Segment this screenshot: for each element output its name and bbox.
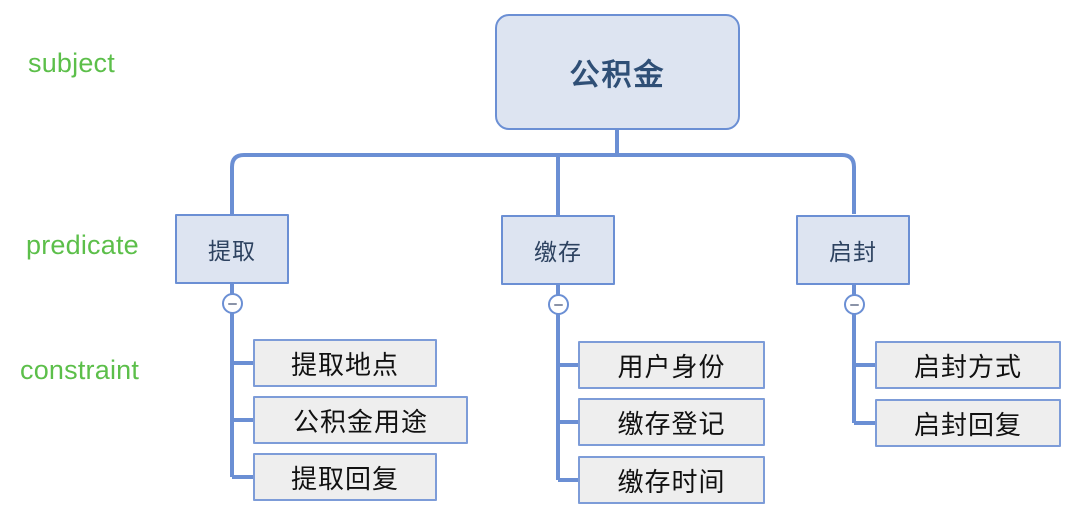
minus-icon — [850, 303, 859, 306]
minus-icon — [228, 302, 237, 305]
wire-bus-left — [230, 153, 617, 214]
root-node-gongjijin[interactable]: 公积金 — [495, 14, 740, 130]
constraint-node-yonghushenfen[interactable]: 用户身份 — [578, 341, 765, 389]
constraint-node-tiquhuifu[interactable]: 提取回复 — [253, 453, 437, 501]
constraint-node-jiaocunshijian[interactable]: 缴存时间 — [578, 456, 765, 504]
constraint-node-qifenghuifu[interactable]: 启封回复 — [875, 399, 1061, 447]
wire-bus-right — [617, 153, 856, 214]
predicate-node-qifeng[interactable]: 启封 — [796, 215, 910, 285]
collapse-toggle-tiqu[interactable] — [222, 293, 243, 314]
minus-icon — [554, 303, 563, 306]
collapse-toggle-qifeng[interactable] — [844, 294, 865, 315]
collapse-toggle-jiaocun[interactable] — [548, 294, 569, 315]
row-label-predicate: predicate — [26, 230, 139, 260]
row-label-constraint: constraint — [20, 355, 140, 385]
constraint-node-qifengfangshi[interactable]: 启封方式 — [875, 341, 1061, 389]
predicate-node-jiaocun[interactable]: 缴存 — [501, 215, 615, 285]
constraint-node-jiaocundengji[interactable]: 缴存登记 — [578, 398, 765, 446]
predicate-node-tiqu[interactable]: 提取 — [175, 214, 289, 284]
constraint-node-tiqudidian[interactable]: 提取地点 — [253, 339, 437, 387]
constraint-node-gongjijinyongtu[interactable]: 公积金用途 — [253, 396, 468, 444]
row-label-subject: subject — [28, 48, 115, 78]
